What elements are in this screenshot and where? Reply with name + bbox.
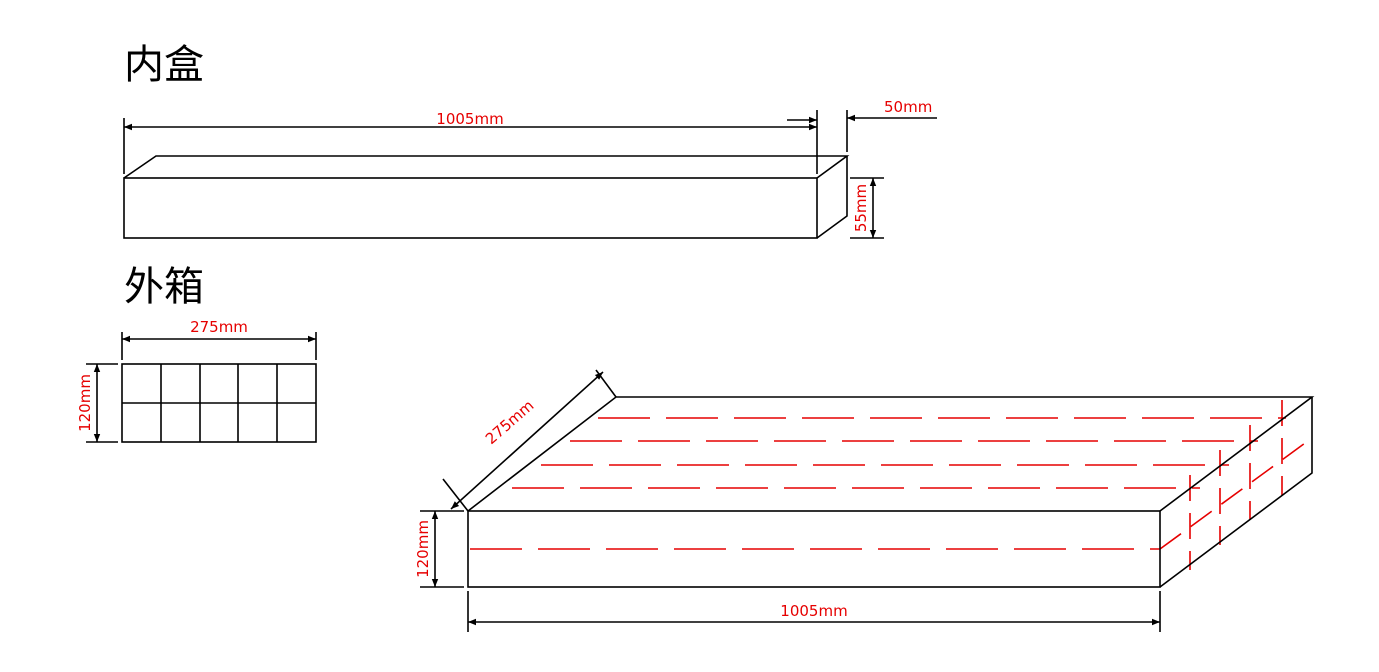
outer-box-right-face <box>1159 397 1313 588</box>
outer-box-title: 外箱 <box>124 264 204 310</box>
outer-iso-depth-label: 275mm <box>482 396 537 448</box>
outer-iso-height-label: 120mm <box>414 520 432 578</box>
outer-box-top-face <box>467 396 1315 512</box>
outer-front-view-grid <box>121 363 317 443</box>
inner-height-dimension: 55mm <box>850 177 884 239</box>
hidden-inner-box-edges <box>470 400 1313 570</box>
outer-iso-height-dimension: 120mm <box>414 510 464 588</box>
outer-front-height-label: 120mm <box>76 374 94 432</box>
inner-box-front-face <box>123 177 818 239</box>
inner-box-title: 内盒 <box>124 42 204 88</box>
inner-length-label: 1005mm <box>436 110 503 128</box>
outer-front-width-label: 275mm <box>190 318 248 336</box>
inner-box-top-face <box>123 155 850 179</box>
inner-length-dimension: 1005mm 50mm <box>123 98 937 174</box>
outer-box-front-face <box>467 510 1161 588</box>
inner-height-label: 55mm <box>852 184 870 232</box>
inner-box-right-face <box>816 156 848 239</box>
inner-box <box>123 155 850 239</box>
outer-iso-length-dimension: 1005mm <box>467 591 1161 632</box>
inner-width-label: 50mm <box>884 98 932 116</box>
outer-iso-length-label: 1005mm <box>780 602 847 620</box>
outer-box-isometric <box>467 396 1315 588</box>
outer-front-height-dimension: 120mm <box>76 363 118 443</box>
outer-front-width-dimension: 275mm <box>121 318 317 360</box>
